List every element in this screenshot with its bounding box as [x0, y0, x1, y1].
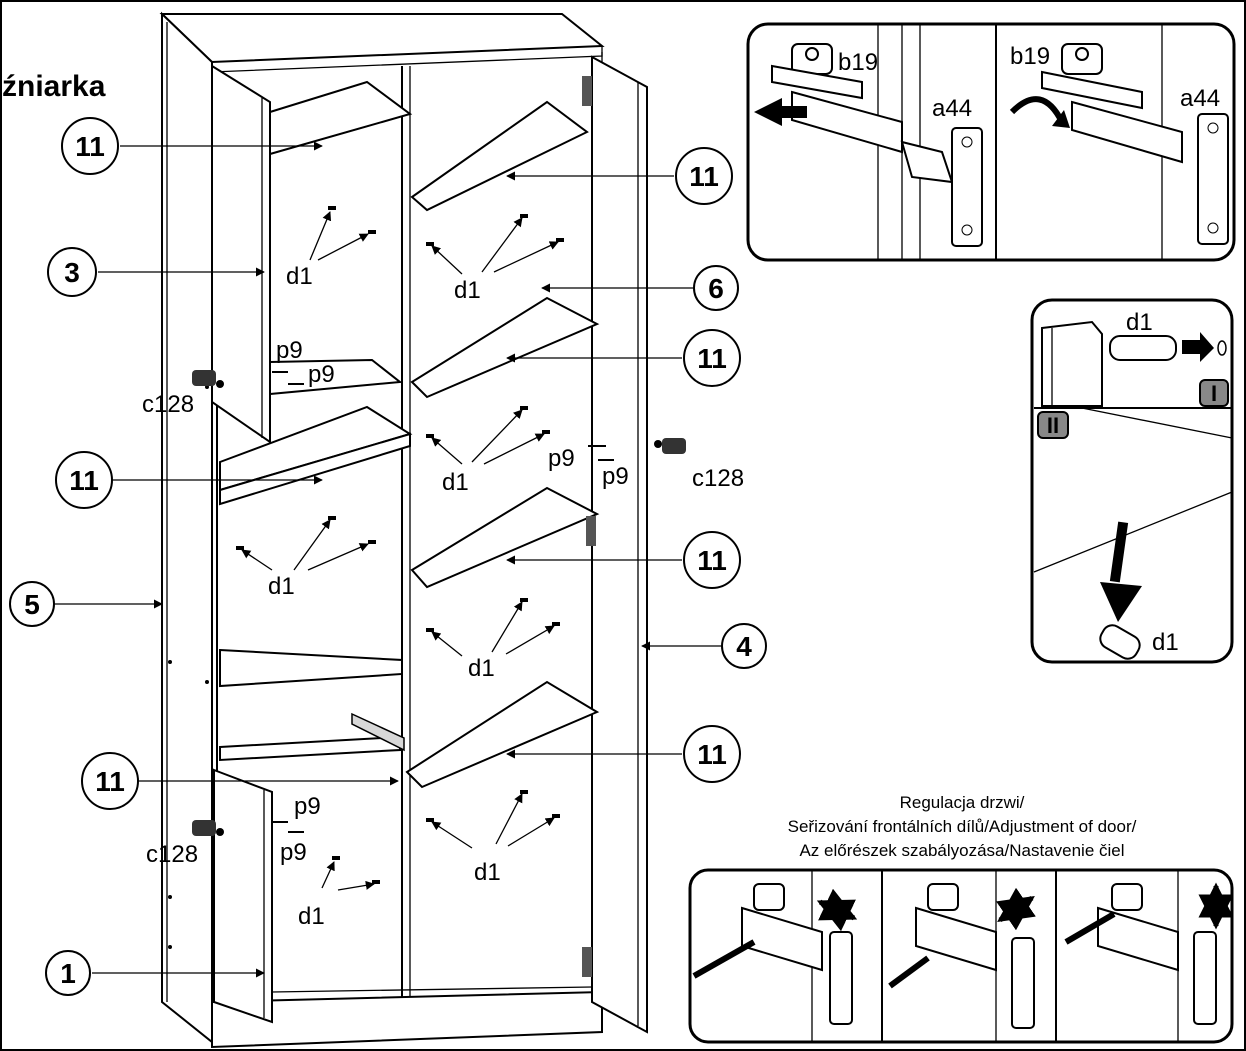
svg-text:11: 11 [697, 545, 727, 576]
cabinet-body [159, 11, 605, 1049]
hinge-c128-upper-icon [192, 370, 224, 388]
down-arrow-icon [1100, 521, 1142, 622]
dowel-icon [1109, 335, 1177, 361]
door-adjustment-section: Regulacja drzwi/ Seřizování frontálních … [688, 793, 1234, 1044]
right-door [591, 55, 648, 1034]
svg-text:II: II [1047, 413, 1059, 438]
step-two-badge: II [1037, 411, 1069, 439]
svg-text:5: 5 [24, 589, 40, 620]
label-a44: a44 [932, 95, 972, 122]
label-p9: p9 [548, 445, 575, 472]
svg-text:11: 11 [689, 161, 719, 192]
svg-text:3: 3 [64, 257, 80, 288]
leader-arrows [52, 141, 722, 978]
label-d1: d1 [286, 263, 313, 290]
dowel-icon [1099, 624, 1141, 660]
label-d1: d1 [474, 859, 501, 886]
hinge-icon [771, 43, 983, 247]
callout-circle-11-e: 11 [683, 531, 741, 589]
label-p9: p9 [308, 361, 335, 388]
hinge-icon [692, 883, 853, 1025]
label-p9: p9 [280, 839, 307, 866]
step-one-badge: I [1199, 379, 1229, 407]
hinge-c128-right-icon [654, 438, 686, 454]
left-lower-door [213, 768, 273, 1024]
callout-circle-11-b: 11 [675, 147, 733, 205]
svg-text:I: I [1211, 381, 1217, 406]
hinge-icon [1041, 43, 1229, 245]
label-d1: d1 [442, 469, 469, 496]
rotate-arrow-icon [1009, 96, 1070, 128]
callout-circle-5: 5 [9, 581, 55, 627]
callout-circle-1: 1 [45, 950, 91, 996]
svg-text:11: 11 [69, 465, 99, 496]
label-p9: p9 [276, 337, 303, 364]
left-shelves [219, 80, 413, 506]
drawer-runner [351, 712, 405, 752]
callout-circle-11-a: 11 [61, 117, 119, 175]
right-shelves [405, 100, 600, 789]
svg-text:4: 4 [736, 631, 752, 662]
label-c128: c128 [146, 841, 198, 868]
svg-text:6: 6 [708, 273, 724, 304]
label-b19: b19 [838, 49, 878, 76]
product-title: źniarka [2, 70, 106, 103]
callout-circle-11-c: 11 [683, 329, 741, 387]
label-p9: p9 [602, 463, 629, 490]
svg-text:11: 11 [697, 739, 727, 770]
adjustment-title-line: Regulacja drzwi/ [900, 793, 1025, 812]
hinge-icon [1064, 883, 1217, 1025]
label-d1: d1 [268, 573, 295, 600]
push-arrow-icon [754, 98, 807, 126]
hinge-mounting-inset: b19 a44 b19 a44 [746, 22, 1236, 262]
callout-circle-4: 4 [721, 623, 767, 669]
adjustment-title-line: Seřizování frontálních dílů/Adjustment o… [788, 817, 1137, 836]
callout-circle-11-d: 11 [55, 451, 113, 509]
label-c128: c128 [142, 391, 194, 418]
label-d1: d1 [1126, 309, 1153, 336]
callout-circle-6: 6 [693, 265, 739, 311]
horizontal-arrow-icon [816, 888, 858, 932]
dowel-insertion-inset: d1 I II d1 [1030, 298, 1234, 664]
right-door-hinge-marks [582, 76, 596, 977]
label-d1: d1 [1152, 629, 1179, 656]
svg-text:11: 11 [95, 766, 125, 797]
svg-text:11: 11 [697, 343, 727, 374]
label-d1: d1 [298, 903, 325, 930]
label-a44: a44 [1180, 85, 1220, 112]
diagonal-arrow-icon [996, 887, 1036, 931]
svg-text:11: 11 [75, 131, 105, 162]
label-d1: d1 [454, 277, 481, 304]
callout-circle-11-g: 11 [81, 752, 139, 810]
adjustment-title-line: Az előrészek szabályozása/Nastavenie čie… [799, 841, 1124, 860]
hinge-icon [888, 883, 1035, 1029]
hinge-c128-lower-icon [192, 820, 224, 836]
label-b19: b19 [1010, 43, 1050, 70]
label-d1: d1 [468, 655, 495, 682]
dowel-marks [236, 206, 564, 884]
svg-text:1: 1 [60, 958, 76, 989]
callout-circle-3: 3 [47, 247, 97, 297]
screws-p9 [272, 371, 614, 833]
label-p9: p9 [294, 793, 321, 820]
callout-circle-11-f: 11 [683, 725, 741, 783]
label-c128: c128 [692, 465, 744, 492]
